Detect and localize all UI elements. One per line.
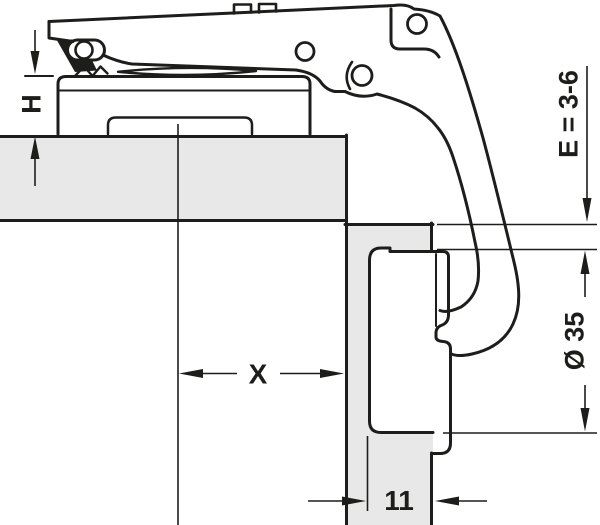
dimension-e: E = 3-6 [437,66,597,251]
screw-boss-arc [345,60,354,91]
adjustment-tab-2 [257,2,278,14]
hinge-cup-flange [431,250,452,455]
dimension-cup-diameter-label: Ø 35 [559,312,589,371]
arm-left-end [47,20,75,43]
dimension-e-label: E = 3-6 [553,70,583,158]
dimension-h-label: H [16,94,46,114]
dimension-cup-diameter: Ø 35 [443,250,597,434]
dimension-11-label: 11 [384,485,414,516]
adjustment-tab-1 [232,3,253,15]
plate-base-bump [106,116,254,136]
screw-hole-top [406,13,428,35]
screw-hole-middle [350,64,374,87]
dimension-x-label: X [249,358,268,389]
arm-outer-edge [47,3,521,358]
spring-clip [73,65,109,78]
dimension-h: H [16,30,54,186]
hinge-cup-hole [368,246,435,434]
hinge-arm [47,2,521,358]
dimension-x: X [179,358,344,389]
cabinet-top-panel [0,135,347,222]
arm-lower-edge [101,53,298,72]
screw-hole-front [294,41,316,62]
mounting-plate [56,75,312,136]
arm-plate-inner-contour [389,7,441,59]
dimension-11: 11 [308,436,487,516]
hinge-pin [74,40,94,60]
arm-plate-slot [116,66,258,77]
arm-inner-edge [294,68,481,313]
